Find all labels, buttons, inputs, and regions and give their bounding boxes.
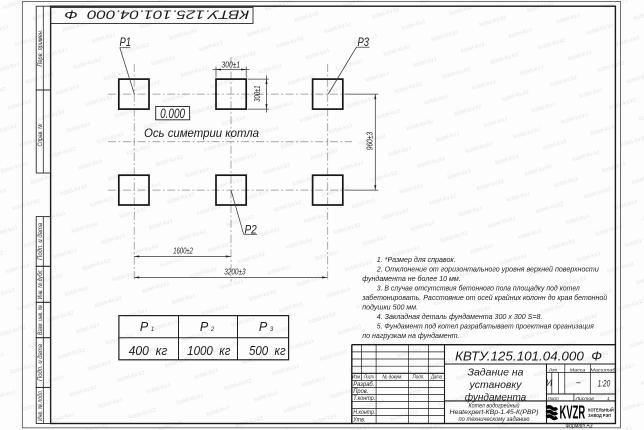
svg-text:фундамента: фундамента xyxy=(465,391,527,403)
svg-text:Подп. и дата: Подп. и дата xyxy=(38,222,44,260)
svg-text:Изм.: Изм. xyxy=(352,375,361,381)
svg-text:Утв.: Утв. xyxy=(352,416,365,423)
svg-text:Масштаб: Масштаб xyxy=(590,367,615,373)
svg-text:КОТЕЛЬНЫЙ: КОТЕЛЬНЫЙ xyxy=(588,405,614,412)
svg-text:Подп.: Подп. xyxy=(413,375,425,381)
svg-text:P: P xyxy=(140,320,149,334)
svg-text:по техническому заданию: по техническому заданию xyxy=(459,416,530,423)
svg-text:1. *Размер для справок.: 1. *Размер для справок. xyxy=(377,256,456,264)
svg-text:Инв. № подл.: Инв. № подл. xyxy=(37,390,44,421)
svg-text:Разраб.: Разраб. xyxy=(353,381,374,388)
svg-text:400 кг: 400 кг xyxy=(129,343,168,358)
svg-text:P: P xyxy=(200,320,209,334)
svg-text:подушки 500 мм.: подушки 500 мм. xyxy=(362,304,418,312)
svg-text:Лист: Лист xyxy=(363,375,374,381)
svg-text:фундамента не более 10 мм.: фундамента не более 10 мм. xyxy=(362,275,461,283)
svg-text:Справ. №: Справ. № xyxy=(37,123,44,146)
svg-text:KVZR: KVZR xyxy=(560,402,586,422)
svg-text:5. Фундамент под котел разраба: 5. Фундамент под котел разрабатывает про… xyxy=(377,323,594,331)
svg-text:0.000: 0.000 xyxy=(160,105,185,121)
svg-text:Листов: Листов xyxy=(575,396,595,402)
svg-text:забетонировать. Расстояние от: забетонировать. Расстояние от осей крайн… xyxy=(361,294,607,302)
svg-text:Формат А3: Формат А3 xyxy=(566,424,594,430)
svg-text:Лит.: Лит. xyxy=(548,367,558,373)
svg-text:3. В случае отсутствия бетонно: 3. В случае отсутствия бетонного пола пл… xyxy=(377,285,580,293)
svg-text:Т.контр.: Т.контр. xyxy=(353,395,375,402)
svg-text:Масса: Масса xyxy=(570,367,586,373)
svg-text:ЗАВОД РЭП: ЗАВОД РЭП xyxy=(588,413,611,418)
svg-text:P1: P1 xyxy=(119,35,131,49)
svg-text:И: И xyxy=(546,378,553,388)
svg-text:4. Закладная деталь фундамента: 4. Закладная деталь фундамента 300 х 300… xyxy=(377,313,543,321)
svg-text:Инв. № дубл.: Инв. № дубл. xyxy=(37,269,44,299)
svg-text:2: 2 xyxy=(210,327,215,333)
svg-text:3200±3: 3200±3 xyxy=(224,268,246,277)
svg-text:КВТУ.125.101.04.000 Ф: КВТУ.125.101.04.000 Ф xyxy=(64,8,249,22)
svg-text:1600±2: 1600±2 xyxy=(173,246,193,255)
svg-text:Пров.: Пров. xyxy=(353,388,368,395)
svg-text:Лист: Лист xyxy=(547,396,559,402)
svg-text:1: 1 xyxy=(607,396,610,402)
svg-text:Дата: Дата xyxy=(430,375,442,381)
svg-text:300±1: 300±1 xyxy=(222,60,241,69)
svg-text:установку: установку xyxy=(469,379,523,391)
svg-text:1000 кг: 1000 кг xyxy=(187,343,231,358)
svg-text:по нагрузкам на фундамент.: по нагрузкам на фундамент. xyxy=(362,332,459,340)
svg-text:КВТУ.125.101.04.000 Ф: КВТУ.125.101.04.000 Ф xyxy=(455,348,602,363)
svg-text:960±3: 960±3 xyxy=(366,131,375,150)
svg-text:1: 1 xyxy=(151,327,154,333)
svg-text:P2: P2 xyxy=(244,223,256,237)
svg-text:P3: P3 xyxy=(357,35,369,49)
svg-text:Н.контр.: Н.контр. xyxy=(353,409,375,416)
svg-text:Взам. инв. №: Взам. инв. № xyxy=(37,305,44,335)
svg-text:Котел водогрейный: Котел водогрейный xyxy=(469,403,520,410)
svg-text:2. Отклонение от горизонтально: 2. Отклонение от горизонтального уровня … xyxy=(376,266,599,274)
svg-text:–: – xyxy=(575,378,581,387)
svg-text:P: P xyxy=(259,320,268,334)
svg-text:1:20: 1:20 xyxy=(598,379,611,389)
svg-text:300±1: 300±1 xyxy=(253,85,262,101)
svg-text:Задание на: Задание на xyxy=(468,366,524,378)
svg-text:500 кг: 500 кг xyxy=(249,343,286,358)
svg-text:Ось симетрии котла: Ось симетрии котла xyxy=(144,126,259,140)
svg-text:№ докум.: № докум. xyxy=(382,375,402,381)
svg-text:Перв. примен.: Перв. примен. xyxy=(38,30,44,67)
svg-text:Heatexpert-КВр-1.45-К(РВР): Heatexpert-КВр-1.45-К(РВР) xyxy=(450,409,539,416)
svg-text:3: 3 xyxy=(270,327,274,333)
svg-text:Подп. и дата: Подп. и дата xyxy=(38,343,44,381)
